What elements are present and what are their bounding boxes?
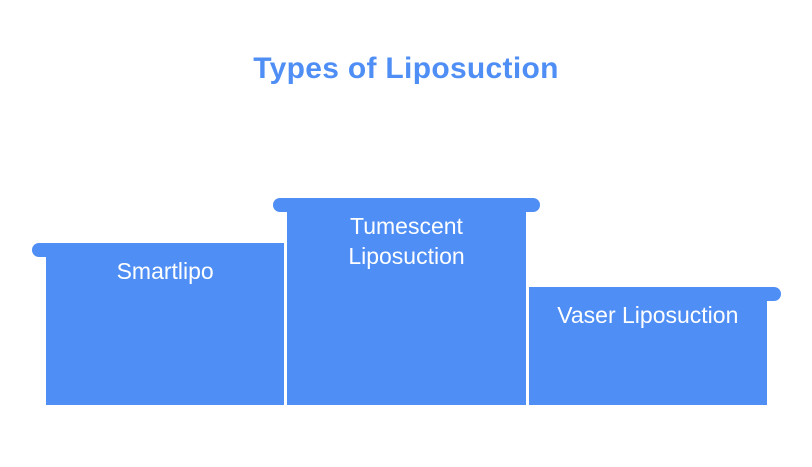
bar-cap — [32, 243, 285, 257]
bar-label-vaser-liposuction: Vaser Liposuction — [557, 302, 739, 328]
bar-label-smartlipo: Smartlipo — [116, 258, 214, 284]
bar-cap — [528, 287, 781, 301]
podium-chart: Smartlipo Tumescent Liposuction Vaser Li… — [32, 198, 781, 405]
bar-vaser-liposuction: Vaser Liposuction — [528, 287, 781, 405]
chart-title: Types of Liposuction — [253, 52, 559, 85]
bar-smartlipo: Smartlipo — [32, 243, 285, 405]
bar-tumescent-liposuction: Tumescent Liposuction — [273, 198, 540, 405]
bar-label-tumescent-liposuction: Tumescent Liposuction — [348, 213, 465, 269]
bar-cap — [273, 198, 540, 212]
